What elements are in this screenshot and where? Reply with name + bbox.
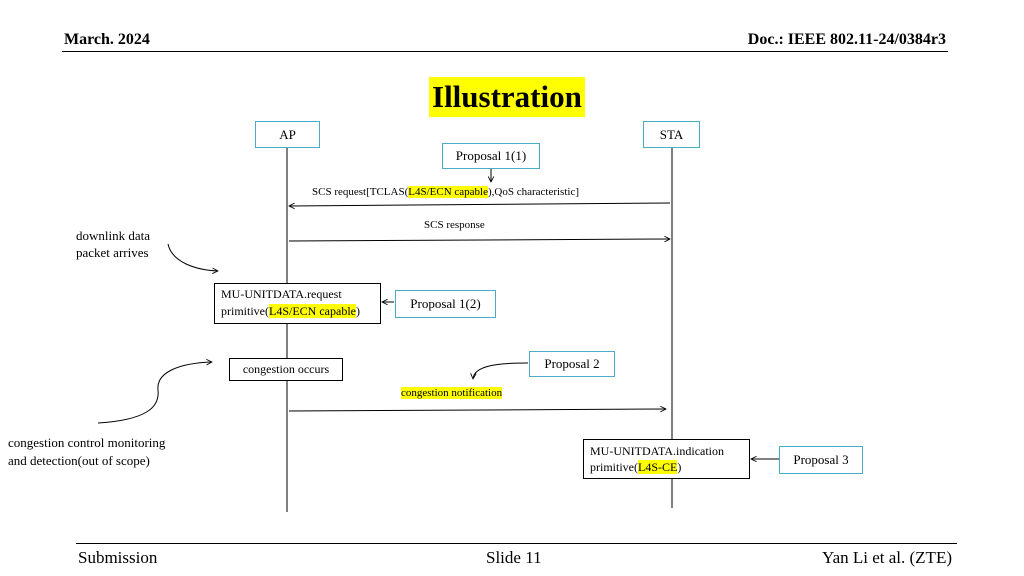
- indication-primitive-name: MU-UNITDATA.indication: [590, 444, 725, 458]
- ap-entity-box: AP: [255, 121, 320, 148]
- header-date: March. 2024: [64, 31, 150, 48]
- mu-unitdata-indication-box: MU-UNITDATA.indication primitive(L4S-CE): [583, 439, 750, 479]
- request-primitive-params: primitive(L4S/ECN capable): [221, 303, 374, 320]
- downlink-line-2: packet arrives: [76, 245, 149, 260]
- footer-submission: Submission: [78, 548, 158, 567]
- sta-label: STA: [659, 126, 684, 142]
- indication-param-suffix: ): [677, 460, 682, 474]
- footer-author: Yan Li et al. (ZTE): [822, 548, 952, 567]
- slide-title: Illustration: [429, 77, 585, 117]
- proposal-1-1-box: Proposal 1(1): [442, 143, 540, 169]
- proposal-3-label: Proposal 3: [793, 452, 849, 467]
- monitoring-line-1: congestion control monitoring: [8, 435, 166, 450]
- sta-entity-box: STA: [643, 121, 700, 148]
- proposal-2-box: Proposal 2: [529, 351, 615, 377]
- proposal-3-box: Proposal 3: [779, 446, 863, 474]
- footer-rule: [76, 543, 957, 544]
- scs-response-label: SCS response: [424, 219, 485, 231]
- congestion-occurs-label: congestion occurs: [242, 362, 330, 376]
- downlink-line-1: downlink data: [76, 228, 151, 243]
- scs-response-arrow: [288, 239, 670, 241]
- scs-request-arrow: [289, 202, 671, 206]
- proposal-1-1-label: Proposal 1(1): [455, 148, 527, 163]
- downlink-annotation: downlink data packet arrives: [76, 227, 150, 261]
- indication-param-highlight: L4S-CE: [638, 460, 678, 474]
- header-doc-id: Doc.: IEEE 802.11-24/0384r3: [747, 31, 946, 48]
- scs-request-label: SCS request[TCLAS(L4S/ECN capable),QoS c…: [312, 186, 579, 198]
- congestion-notification-arrow: [288, 409, 666, 411]
- ap-label: AP: [279, 126, 296, 142]
- mu-unitdata-request-box: MU-UNITDATA.request primitive(L4S/ECN ca…: [214, 283, 381, 324]
- request-param-prefix: primitive(: [221, 304, 269, 318]
- scs-request-suffix: ),QoS characteristic]: [487, 186, 579, 198]
- monitoring-curve: [97, 362, 212, 424]
- downlink-curve: [167, 243, 218, 271]
- monitoring-annotation: congestion control monitoring and detect…: [8, 434, 165, 470]
- proposal-2-label: Proposal 2: [544, 356, 600, 371]
- request-primitive-name: MU-UNITDATA.request: [221, 287, 342, 301]
- congestion-notification-label: congestion notification: [401, 387, 503, 399]
- proposal-2-curve: [473, 362, 529, 379]
- scs-request-highlight: L4S/ECN capable: [408, 186, 488, 198]
- monitoring-line-2: and detection(out of scope): [8, 453, 150, 468]
- footer-slide-number: Slide 11: [486, 548, 542, 567]
- proposal-1-2-box: Proposal 1(2): [395, 290, 496, 318]
- indication-primitive-params: primitive(L4S-CE): [590, 459, 743, 475]
- indication-param-prefix: primitive(: [590, 460, 638, 474]
- proposal-1-2-label: Proposal 1(2): [410, 296, 481, 311]
- request-param-suffix: ): [355, 304, 360, 318]
- header-rule: [62, 51, 948, 52]
- scs-request-prefix: SCS request[TCLAS(: [312, 186, 409, 198]
- request-param-highlight: L4S/ECN capable: [269, 304, 356, 318]
- congestion-occurs-box: congestion occurs: [229, 358, 343, 381]
